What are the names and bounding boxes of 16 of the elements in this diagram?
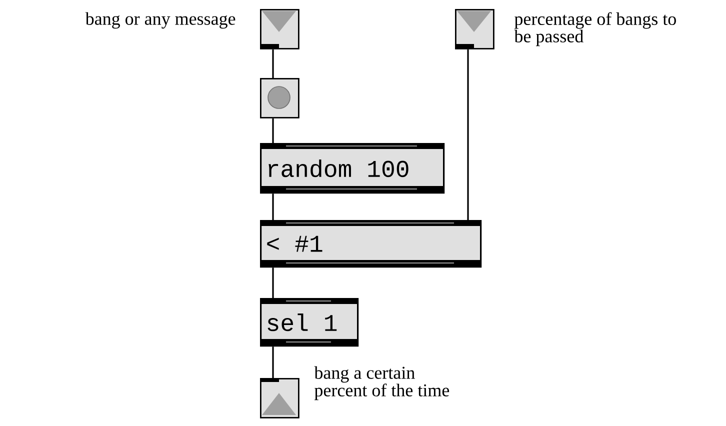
object-box: sel 1 [260,298,359,347]
bang-button [260,78,300,118]
patch-cord [272,49,274,78]
inlet-box [455,9,494,50]
comment-text: percentage of bangs to be passed [514,12,676,46]
patch-cord [467,49,469,220]
object-box: < #1 [260,220,482,268]
inlet-box [260,9,300,50]
patch-cord [272,268,274,298]
patch-cord [272,346,274,378]
object-box: random 100 [260,143,445,194]
patch-cord [272,194,274,220]
outlet-box [260,378,300,418]
comment-text: bang a certain percent of the time [314,366,450,400]
comment-text: bang or any message [85,12,236,29]
patch-cord [272,118,274,143]
